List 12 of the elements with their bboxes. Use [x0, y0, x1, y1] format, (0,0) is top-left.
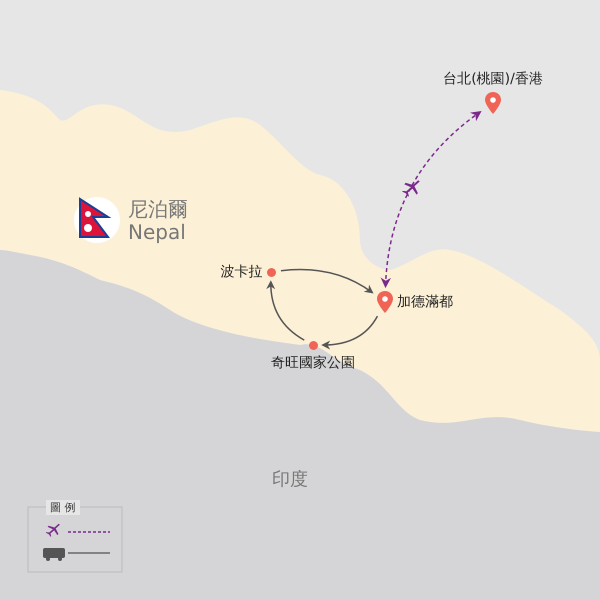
place-name: 奇旺國家公園 — [271, 354, 355, 372]
road-route-arrow — [266, 280, 305, 341]
country-name: Nepal — [128, 220, 186, 244]
place-name: 加德滿都 — [397, 293, 453, 311]
country-name: 尼泊爾 — [128, 196, 188, 223]
place-name: 台北(桃園)/香港 — [443, 70, 543, 88]
road-route-arrow — [280, 268, 374, 294]
road-route-arrow — [321, 316, 378, 350]
place-name: 波卡拉 — [220, 263, 262, 281]
flight-route-arrow — [380, 110, 482, 288]
legend-title: 圖 例 — [46, 500, 80, 515]
country-name: 印度 — [272, 468, 308, 491]
